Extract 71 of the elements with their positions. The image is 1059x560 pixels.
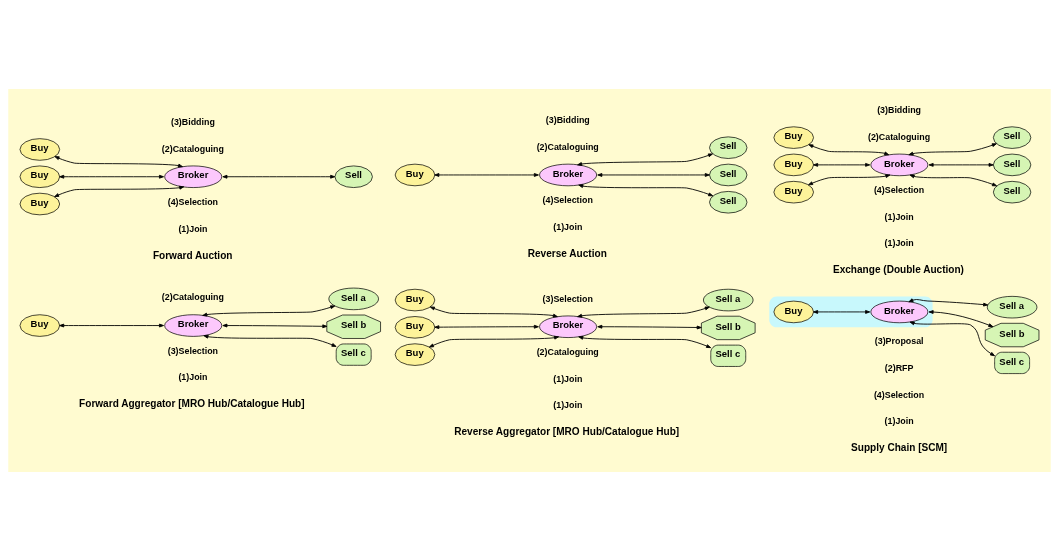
arrow [813, 162, 871, 167]
arrow [428, 335, 560, 348]
node-box: Sell c [710, 344, 747, 367]
arrow [813, 309, 871, 314]
arrow [909, 321, 995, 356]
arrow [434, 324, 539, 329]
label: (3)Bidding [170, 116, 215, 127]
node-box: Sell c [994, 351, 1030, 374]
label: (1)Join [178, 371, 208, 382]
node-ellipse: Buy [394, 315, 436, 339]
label: (1)Join [553, 399, 583, 410]
arrow [577, 306, 710, 318]
arrow [434, 172, 539, 177]
node-ellipse: Buy [773, 153, 814, 176]
label: Reverse Aggregator [MRO Hub/Catalogue Hub] [454, 425, 680, 437]
arrow [203, 334, 337, 347]
arrow [222, 174, 336, 179]
node-ellipse: Sell [993, 153, 1032, 176]
label: Forward Auction [152, 249, 233, 261]
arrow [577, 152, 713, 166]
node-ellipse: Buy [773, 300, 814, 323]
label: (1)Join [553, 221, 583, 232]
arrow [202, 304, 336, 316]
arrow [429, 306, 558, 317]
label: (1)Join [553, 373, 583, 384]
label: (1)Join [178, 223, 208, 234]
node-box: Sell c [335, 343, 372, 366]
label: Reverse Auction [527, 247, 607, 259]
node-ellipse: Sell a [986, 295, 1038, 318]
label: Exchange (Double Auction) [832, 263, 964, 275]
arrow [597, 172, 710, 177]
arrow [59, 174, 164, 179]
arrow [808, 143, 890, 155]
arrow [908, 142, 997, 155]
arrow [578, 183, 714, 196]
arrow [908, 297, 989, 306]
arrow [578, 335, 712, 348]
node-ellipse: Buy [19, 165, 60, 188]
node-ellipse: Buy [394, 163, 436, 186]
arrow [928, 162, 994, 167]
label: (2)Cataloguing [536, 141, 599, 152]
arrow [597, 324, 702, 329]
label: (4)Selection [873, 389, 925, 400]
arrow [928, 309, 994, 327]
label: (1)Join [884, 415, 914, 426]
arrow [808, 173, 891, 185]
arrow [59, 323, 164, 327]
label: Supply Chain [SCM] [851, 441, 948, 453]
node-ellipse: Buy [19, 313, 60, 337]
arrow [222, 323, 328, 328]
node-ellipse: Sell [334, 165, 373, 188]
label: (3)Bidding [545, 114, 590, 125]
node-ellipse: Sell [709, 163, 748, 186]
label: Forward Aggregator [MRO Hub/Catalogue Hub] [79, 397, 305, 409]
label: (4)Selection [542, 194, 593, 205]
label: (1)Join [884, 237, 914, 248]
label: (2)Cataloguing [867, 131, 931, 142]
label: (3)Bidding [877, 104, 922, 115]
label: (1)Join [884, 211, 914, 222]
label: (3)Selection [542, 293, 593, 304]
label: (2)Cataloguing [161, 143, 224, 154]
label: (2)RFP [884, 362, 914, 373]
label: (2)Cataloguing [161, 291, 224, 302]
label: (2)Cataloguing [536, 346, 599, 357]
arrow [909, 174, 998, 186]
label: (3)Proposal [874, 335, 924, 346]
arrow [54, 185, 185, 197]
arrow [54, 155, 183, 167]
label: (3)Selection [167, 345, 219, 356]
label: (4)Selection [167, 196, 219, 207]
label: (4)Selection [873, 184, 925, 195]
